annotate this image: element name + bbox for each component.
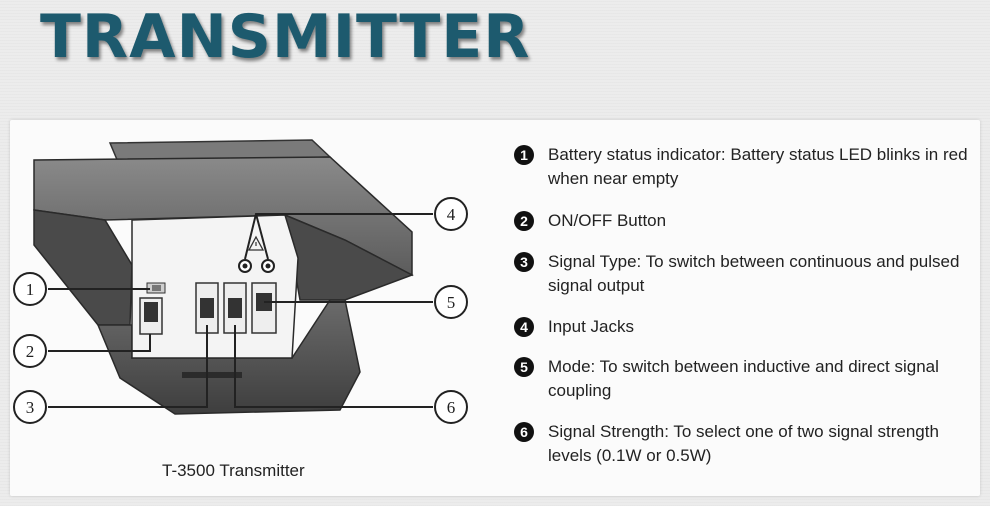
callout-3: 3	[13, 390, 47, 424]
legend-item-text: Signal Strength: To select one of two si…	[548, 422, 939, 465]
callout-5: 5	[434, 285, 468, 319]
signal-strength-switch[interactable]	[223, 282, 247, 334]
svg-text:6: 6	[447, 398, 456, 417]
legend-number-badge: 3	[514, 252, 534, 272]
callout-4: 4	[434, 197, 468, 231]
svg-text:3: 3	[26, 398, 35, 417]
page-title: TRANSMITTER	[40, 2, 531, 72]
transmitter-device	[33, 139, 414, 415]
svg-text:2: 2	[26, 342, 35, 361]
input-jacks[interactable]	[238, 259, 275, 273]
legend-number-badge: 4	[514, 317, 534, 337]
legend-number-badge: 2	[514, 211, 534, 231]
legend-item-text: Battery status indicator: Battery status…	[548, 145, 968, 188]
mode-switch[interactable]	[251, 282, 277, 334]
svg-text:1: 1	[26, 280, 35, 299]
callout-6: 6	[434, 390, 468, 424]
on-off-button[interactable]	[139, 297, 163, 335]
warning-triangle-icon	[247, 235, 265, 251]
callout-2: 2	[13, 334, 47, 368]
svg-text:4: 4	[447, 205, 456, 224]
callout-leader-lines	[48, 213, 433, 408]
svg-text:5: 5	[447, 293, 456, 312]
legend-item-text: Input Jacks	[548, 317, 634, 336]
legend-number-badge: 1	[514, 145, 534, 165]
device-caption: T-3500 Transmitter	[162, 461, 305, 480]
legend-item-text: ON/OFF Button	[548, 211, 667, 230]
legend-item-text: Mode: To switch between inductive and di…	[548, 357, 939, 400]
legend-item-text: Signal Type: To switch between continuou…	[548, 252, 960, 295]
callout-1: 1	[13, 272, 47, 306]
legend-number-badge: 6	[514, 422, 534, 442]
legend-number-badge: 5	[514, 357, 534, 377]
